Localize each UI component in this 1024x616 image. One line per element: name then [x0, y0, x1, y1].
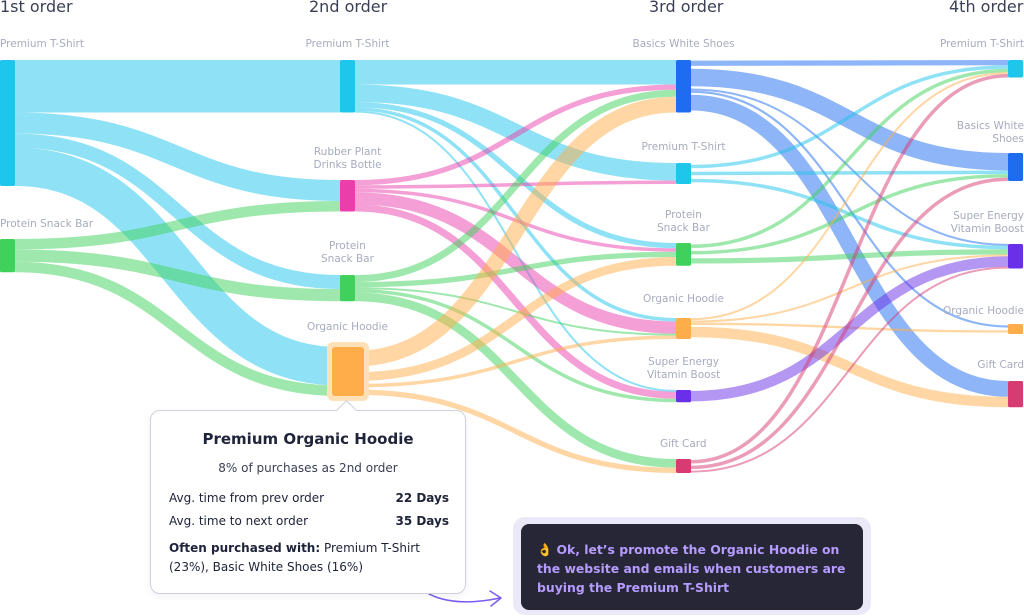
flow-link — [354, 335, 677, 388]
node-label: Organic Hoodie — [643, 293, 724, 305]
node-c4-hoodie[interactable] — [1008, 324, 1023, 334]
flow-link — [690, 65, 1009, 169]
tooltip-row-label: Avg. time to next order — [169, 514, 309, 528]
node-c4-tshirt[interactable] — [1008, 60, 1023, 78]
tooltip-row-value: 22 Days — [395, 491, 449, 505]
flow-link — [690, 60, 1009, 66]
node-label: Premium T-Shirt — [0, 38, 84, 50]
node-label: Gift Card — [977, 359, 1024, 371]
flow-link — [354, 89, 677, 282]
node-c4-energy[interactable] — [1008, 244, 1023, 269]
flow-link — [354, 204, 677, 399]
arrow-head-icon — [489, 590, 502, 607]
column-title-3rd: 3rd order — [649, 0, 724, 16]
node-label: Basics White Shoes — [632, 38, 735, 50]
flow-link — [690, 249, 1009, 264]
node-c2-tshirt[interactable] — [340, 60, 355, 113]
node-c2-snack[interactable] — [340, 275, 355, 302]
flow-link — [690, 174, 1009, 255]
flow-link — [14, 261, 341, 396]
node-c3-energy[interactable] — [676, 390, 691, 403]
often-value: Premium T-Shirt (23%), Basic White Shoes… — [169, 541, 420, 574]
flow-link — [354, 107, 677, 322]
flow-link — [690, 68, 1009, 248]
node-c4-shoes[interactable] — [1008, 153, 1023, 181]
node-label: Gift Card — [660, 438, 707, 450]
tooltip-row-next: Avg. time to next order 35 Days — [169, 514, 449, 528]
node-label: Organic Hoodie — [307, 321, 388, 333]
tooltip-subtitle: 8% of purchases as 2nd order — [218, 461, 398, 475]
flow-link — [354, 257, 677, 382]
flow-link — [690, 266, 1009, 473]
node-c4-gift[interactable] — [1008, 381, 1023, 408]
node-c3-snack[interactable] — [676, 243, 691, 266]
tooltip-title: Premium Organic Hoodie — [202, 430, 414, 448]
flow-link — [354, 96, 677, 367]
node-c3-hoodie[interactable] — [676, 318, 691, 339]
node-c3-gift[interactable] — [676, 459, 691, 473]
node-label: Premium T-Shirt — [641, 141, 726, 153]
flow-link — [14, 201, 341, 250]
flow-link — [354, 287, 677, 336]
flow-link — [14, 249, 341, 302]
flow-link — [690, 170, 1009, 176]
node-c2-hoodie[interactable] — [332, 347, 364, 396]
flow-link — [690, 94, 1009, 397]
flow-link — [690, 256, 1009, 402]
ok-hand-icon: 👌 — [537, 542, 553, 557]
tooltip-row-prev: Avg. time from prev order 22 Days — [169, 491, 449, 505]
flow-link — [690, 326, 1009, 408]
often-label: Often purchased with: — [169, 541, 321, 555]
flow-link — [690, 254, 1009, 323]
column-title-4th: 4th order — [949, 0, 1024, 16]
node-label: Protein Snack Bar — [0, 218, 94, 230]
flow-link — [690, 177, 1009, 470]
flow-link — [354, 289, 677, 403]
flow-link — [354, 292, 677, 468]
node-label: Premium T-Shirt — [940, 38, 1024, 50]
callout-message: Ok, let’s promote the Organic Hoodie on … — [537, 542, 846, 595]
node-label: Premium T-Shirt — [305, 38, 390, 50]
flow-link — [690, 72, 1009, 321]
node-c3-tshirt[interactable] — [676, 163, 691, 184]
node-tooltip: Premium Organic Hoodie 8% of purchases a… — [150, 399, 466, 594]
node-c2-bottle[interactable] — [340, 180, 355, 212]
node-c3-shoes[interactable] — [676, 60, 691, 113]
flow-link — [690, 90, 1009, 328]
tooltip-often-purchased: Often purchased with: Premium T-Shirt (2… — [169, 539, 451, 577]
node-c1-snack[interactable] — [0, 239, 15, 273]
callout-text: 👌Ok, let’s promote the Organic Hoodie on… — [537, 540, 855, 597]
nodes-layer — [0, 60, 1023, 473]
flow-link — [354, 84, 677, 186]
flow-link — [690, 68, 1009, 171]
flow-link — [354, 192, 677, 334]
flow-link — [354, 251, 677, 288]
flow-link — [354, 102, 677, 249]
flow-link — [354, 110, 677, 392]
column-title-2nd: 2nd order — [309, 0, 388, 16]
node-c1-tshirt[interactable] — [0, 60, 15, 186]
flow-link — [14, 147, 341, 386]
column-title-1st: 1st order — [0, 0, 73, 16]
node-label: Organic Hoodie — [943, 305, 1024, 317]
flow-link — [354, 389, 677, 473]
flow-link — [14, 112, 341, 201]
insight-callout: 👌Ok, let’s promote the Organic Hoodie on… — [521, 524, 863, 610]
flow-link — [690, 74, 1009, 464]
flow-link — [690, 88, 1009, 246]
tooltip-row-label: Avg. time from prev order — [169, 491, 325, 505]
tooltip-row-value: 35 Days — [395, 514, 449, 528]
links-layer — [14, 59, 1009, 473]
flow-link — [14, 133, 341, 289]
